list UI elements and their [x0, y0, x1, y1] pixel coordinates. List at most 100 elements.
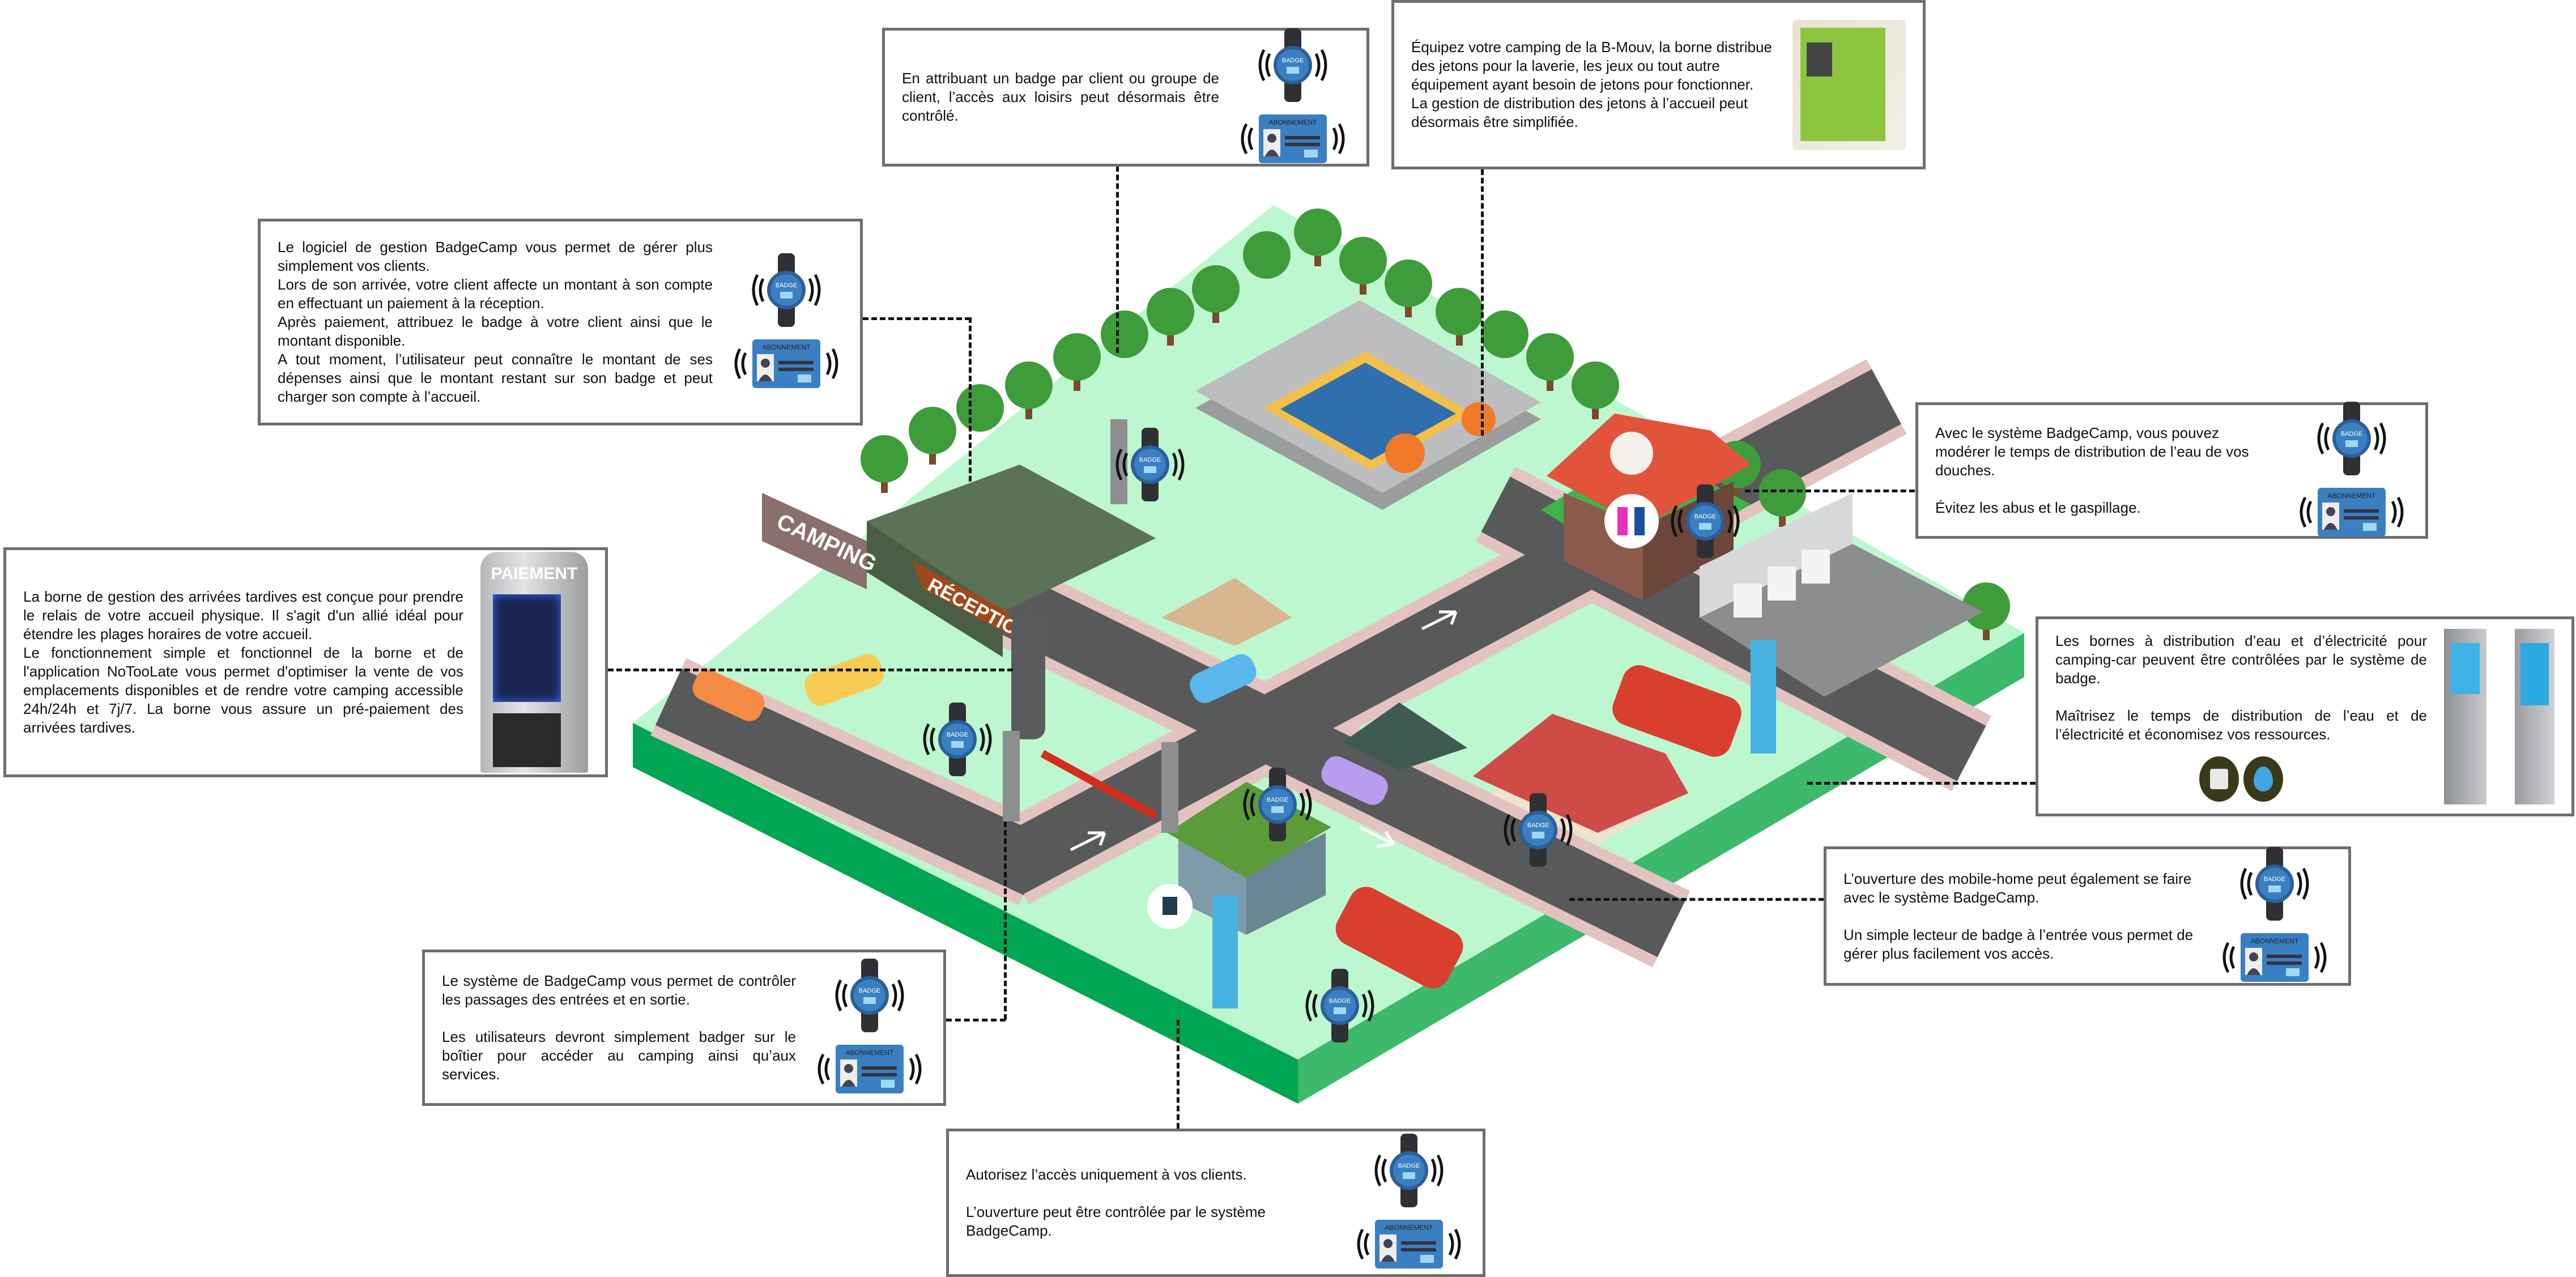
map-badge-reader-icon: BADGE [1115, 428, 1185, 501]
badge-icons: BADGE ABONNEMENT [2295, 401, 2408, 540]
info-text: Équipez votre camping de la B-Mouv, la b… [1411, 39, 1772, 93]
map-badge-reader-icon: BADGE [923, 703, 992, 776]
info-text: L’ouverture peut être contrôlée par le s… [966, 1203, 1266, 1239]
badge-watch-icon: BADGE [2317, 401, 2386, 475]
info-box-software: Le logiciel de gestion BadgeCamp vous pe… [258, 219, 863, 425]
connector-line [1807, 782, 2036, 785]
payment-kiosk-image: PAIEMENT [480, 552, 588, 773]
svg-text:BADGE: BADGE [947, 731, 969, 738]
badge-watch-icon: BADGE [1504, 793, 1573, 867]
badge-icons: BADGE ABONNEMENT [730, 253, 843, 391]
svg-text:BADGE: BADGE [1527, 822, 1549, 829]
entrance-barrier [1040, 750, 1158, 820]
info-box-water-power: Les bornes à distribution d’eau et d’éle… [2036, 616, 2574, 816]
connector-line [946, 1019, 1006, 1021]
map-badge-reader-icon: BADGE [1305, 969, 1374, 1042]
info-text: Le fonctionnement simple et fonctionnel … [23, 644, 463, 736]
svg-text:ABONNEMENT: ABONNEMENT [1385, 1224, 1433, 1232]
connector-line [1481, 169, 1484, 436]
badge-watch-icon: BADGE [2240, 847, 2309, 921]
connector-line [1569, 898, 1824, 901]
svg-text:BADGE: BADGE [1267, 797, 1289, 803]
info-box-leisure: En attribuant un badge par client ou gro… [882, 28, 1369, 167]
badge-watch-icon: BADGE [1671, 484, 1740, 558]
mobile-home [1473, 714, 1688, 844]
water-electricity-post [1751, 640, 1776, 754]
info-text: Le logiciel de gestion BadgeCamp vous pe… [278, 239, 713, 274]
info-text: L’ouverture des mobile-home peut égaleme… [1843, 870, 2192, 906]
parasol-icon [1385, 433, 1425, 473]
car-purple [1321, 756, 1388, 805]
svg-text:BADGE: BADGE [1329, 998, 1351, 1004]
connector-line [1004, 821, 1007, 1020]
connector-line [1745, 489, 1915, 492]
water-drop-icon [2243, 756, 2283, 802]
info-text: La borne de gestion des arrivées tardive… [23, 588, 463, 642]
subscription-card-icon: ABONNEMENT [1241, 114, 1345, 163]
tent-green [1343, 703, 1467, 771]
info-text: Lors de son arrivée, votre client affect… [278, 276, 713, 312]
washing-machine-icon [1734, 584, 1762, 618]
water-electricity-post [1212, 895, 1238, 1008]
road-arrow [1359, 825, 1395, 848]
svg-text:ABONNEMENT: ABONNEMENT [846, 1049, 894, 1057]
badge-watch-icon: BADGE [1374, 1134, 1444, 1207]
washing-machine-icon [1768, 567, 1796, 601]
parasol-icon [1462, 402, 1496, 436]
car-orange [692, 670, 765, 721]
kiosk-label: PAIEMENT [491, 564, 578, 583]
svg-text:ABONNEMENT: ABONNEMENT [763, 343, 811, 351]
road-arrow [1070, 831, 1106, 852]
info-box-entrance: Le système de BadgeCamp vous permet de c… [422, 950, 946, 1106]
connector-line [1177, 1020, 1180, 1129]
swimming-pool [1195, 300, 1541, 510]
info-text: Les bornes à distribution d’eau et d’éle… [2055, 632, 2427, 687]
subscription-card-icon: ABONNEMENT [1357, 1220, 1461, 1269]
badge-watch-icon: BADGE [923, 703, 992, 776]
subscription-card-icon: ABONNEMENT [2222, 933, 2327, 982]
washing-machine-icon [1802, 550, 1830, 584]
info-box-showers: Avec le système BadgeCamp, vous pouvez m… [1915, 401, 2428, 540]
subscription-card-icon: ABONNEMENT [734, 339, 838, 388]
car-blue [1190, 654, 1257, 703]
info-text: A tout moment, l’utilisateur peut connaî… [278, 351, 713, 405]
svg-text:BADGE: BADGE [2264, 876, 2286, 883]
car-yellow [804, 654, 884, 706]
bmouv-token-dispenser-image [1792, 19, 1906, 150]
badge-reader-post [1161, 742, 1178, 833]
subscription-card-icon: ABONNEMENT [817, 1045, 922, 1093]
connector-line [608, 669, 1013, 671]
payment-kiosk [1011, 615, 1045, 739]
badge-watch-icon: BADGE [1115, 428, 1185, 501]
road-arrow [1421, 610, 1458, 631]
ground-side-left [633, 723, 1298, 1104]
info-text: Le système de BadgeCamp vous permet de c… [442, 972, 796, 1008]
badge-watch-icon: BADGE [1243, 768, 1312, 841]
road-cross [943, 550, 1685, 957]
shower-house [1541, 414, 1751, 601]
badge-icons: BADGE ABONNEMENT [1352, 1134, 1466, 1272]
svg-text:BADGE: BADGE [1139, 457, 1161, 463]
svg-text:ABONNEMENT: ABONNEMENT [1269, 118, 1317, 126]
info-text: Un simple lecteur de badge à l’entrée vo… [1843, 926, 2194, 962]
tent-beige [1161, 578, 1292, 646]
info-text: Les utilisateurs devront simplement badg… [442, 1028, 796, 1083]
info-text: Évitez les abus et le gaspillage. [1935, 499, 2141, 516]
electricity-plug-icon [2199, 756, 2239, 802]
info-box-mobile-home: L’ouverture des mobile-home peut égaleme… [1824, 846, 2351, 986]
connector-line [863, 317, 970, 320]
badge-icons: BADGE ABONNEMENT [813, 959, 926, 1097]
info-text: La gestion de distribution des jetons à … [1411, 95, 1748, 130]
svg-text:ABONNEMENT: ABONNEMENT [2328, 492, 2376, 500]
badge-icons: BADGE ABONNEMENT [1236, 28, 1349, 167]
shower-icon [1610, 432, 1653, 475]
map-badge-reader-icon: BADGE [1671, 484, 1740, 558]
map-badge-reader-icon: BADGE [1504, 793, 1573, 867]
svg-text:BADGE: BADGE [776, 282, 798, 289]
van-red [1612, 665, 1742, 757]
svg-text:BADGE: BADGE [1282, 57, 1304, 64]
water-electricity-terminals-image [2444, 628, 2554, 804]
badge-reader-post [1003, 731, 1020, 821]
info-text: En attribuant un badge par client ou gro… [902, 70, 1219, 124]
